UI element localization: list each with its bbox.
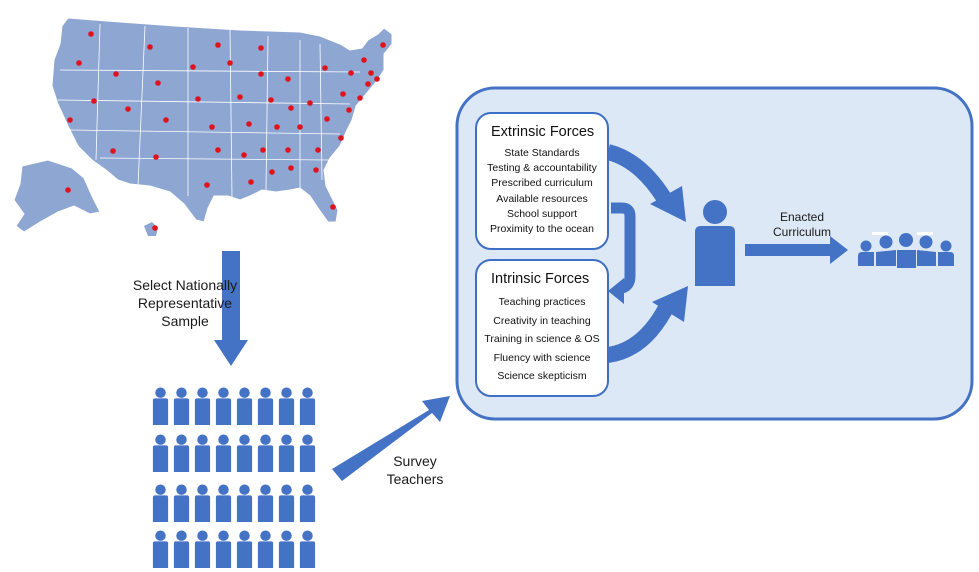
- teacher-figure: [194, 387, 211, 425]
- extrinsic-force-item: School support: [506, 207, 578, 220]
- extrinsic-forces-box: Extrinsic Forces State Standards Testing…: [475, 112, 609, 250]
- teacher-figure: [257, 434, 274, 472]
- intrinsic-force-item: Fluency with science: [493, 351, 591, 364]
- enacted-curriculum-label-line: Curriculum: [772, 225, 831, 239]
- teacher-figure: [257, 484, 274, 522]
- teacher-figure: [215, 530, 232, 568]
- teacher-figure: [173, 530, 190, 568]
- teacher-figure: [215, 387, 232, 425]
- teacher-figure: [257, 530, 274, 568]
- intrinsic-force-item: Teaching practices: [498, 296, 586, 308]
- intrinsic-force-item: Science skepticism: [497, 370, 587, 382]
- intrinsic-force-item: Creativity in teaching: [493, 314, 591, 327]
- teacher-figure: [299, 434, 316, 472]
- teacher-figure: [173, 484, 190, 522]
- teacher-figure: [236, 530, 253, 568]
- teacher-figure: [215, 434, 232, 472]
- extrinsic-to-intrinsic-arrowhead: [608, 278, 624, 304]
- extrinsic-to-teacher-arrowhead: [650, 186, 686, 222]
- teacher-figure: [299, 530, 316, 568]
- extrinsic-forces-title: Extrinsic Forces: [491, 124, 595, 140]
- teacher-figure: [236, 484, 253, 522]
- extrinsic-to-teacher-arrow: [605, 144, 671, 203]
- teacher-figure: [194, 484, 211, 522]
- teacher-figure: [278, 530, 295, 568]
- extrinsic-force-item: State Standards: [504, 147, 580, 159]
- intrinsic-to-teacher-arrow: [606, 300, 676, 363]
- student-group-icon: [858, 232, 954, 268]
- teacher-figure: [194, 434, 211, 472]
- us-map-icon: [13, 17, 393, 236]
- teacher-figure: [236, 434, 253, 472]
- extrinsic-force-item: Available resources: [496, 192, 588, 205]
- intrinsic-force-item: Training in science & OS: [484, 333, 600, 345]
- teacher-figure: [278, 387, 295, 425]
- extrinsic-to-intrinsic-arrow: [611, 202, 636, 294]
- teacher-figure: [299, 387, 316, 425]
- map-mainland: [51, 17, 393, 223]
- enacted-curriculum-arrow: [745, 236, 848, 264]
- teacher-figure: [152, 434, 169, 472]
- survey-arrow: [332, 396, 450, 481]
- teacher-grid-icon: [152, 387, 316, 568]
- teacher-figure: [236, 387, 253, 425]
- extrinsic-force-item: Proximity to the ocean: [490, 223, 594, 236]
- teacher-figure: [278, 434, 295, 472]
- intrinsic-forces-title: Intrinsic Forces: [491, 271, 590, 287]
- teacher-figure: [152, 530, 169, 568]
- select-sample-label-line: Sample: [161, 313, 209, 329]
- survey-teachers-label-line: Teachers: [386, 471, 444, 487]
- extrinsic-force-item: Testing & accountability: [487, 162, 597, 175]
- teacher-figure: [152, 484, 169, 522]
- survey-teachers-label: Survey Teachers: [375, 452, 455, 488]
- map-alaska: [13, 159, 101, 233]
- enacted-curriculum-label-line: Enacted: [779, 210, 825, 224]
- map-state-lines: [57, 23, 361, 199]
- select-sample-label-line: Select Nationally: [132, 277, 238, 293]
- select-sample-arrow: [214, 251, 248, 366]
- enacted-curriculum-label: Enacted Curriculum: [762, 210, 842, 240]
- intrinsic-to-teacher-arrowhead: [652, 286, 688, 322]
- select-sample-label: Select Nationally Representative Sample: [95, 276, 275, 330]
- survey-teachers-label-line: Survey: [393, 453, 437, 469]
- teacher-figure: [299, 484, 316, 522]
- extrinsic-force-item: Prescribed curriculum: [491, 177, 593, 190]
- teacher-figure: [194, 530, 211, 568]
- teacher-figure: [257, 387, 274, 425]
- teacher-figure: [152, 387, 169, 425]
- map-sample-dots: [65, 31, 386, 231]
- teacher-figure: [278, 484, 295, 522]
- teacher-figure: [173, 387, 190, 425]
- select-sample-label-line: Representative: [137, 295, 233, 311]
- teacher-figure: [215, 484, 232, 522]
- teacher-icon: [695, 200, 735, 286]
- teacher-figure: [173, 434, 190, 472]
- intrinsic-forces-box: Intrinsic Forces Teaching practices Crea…: [475, 259, 609, 397]
